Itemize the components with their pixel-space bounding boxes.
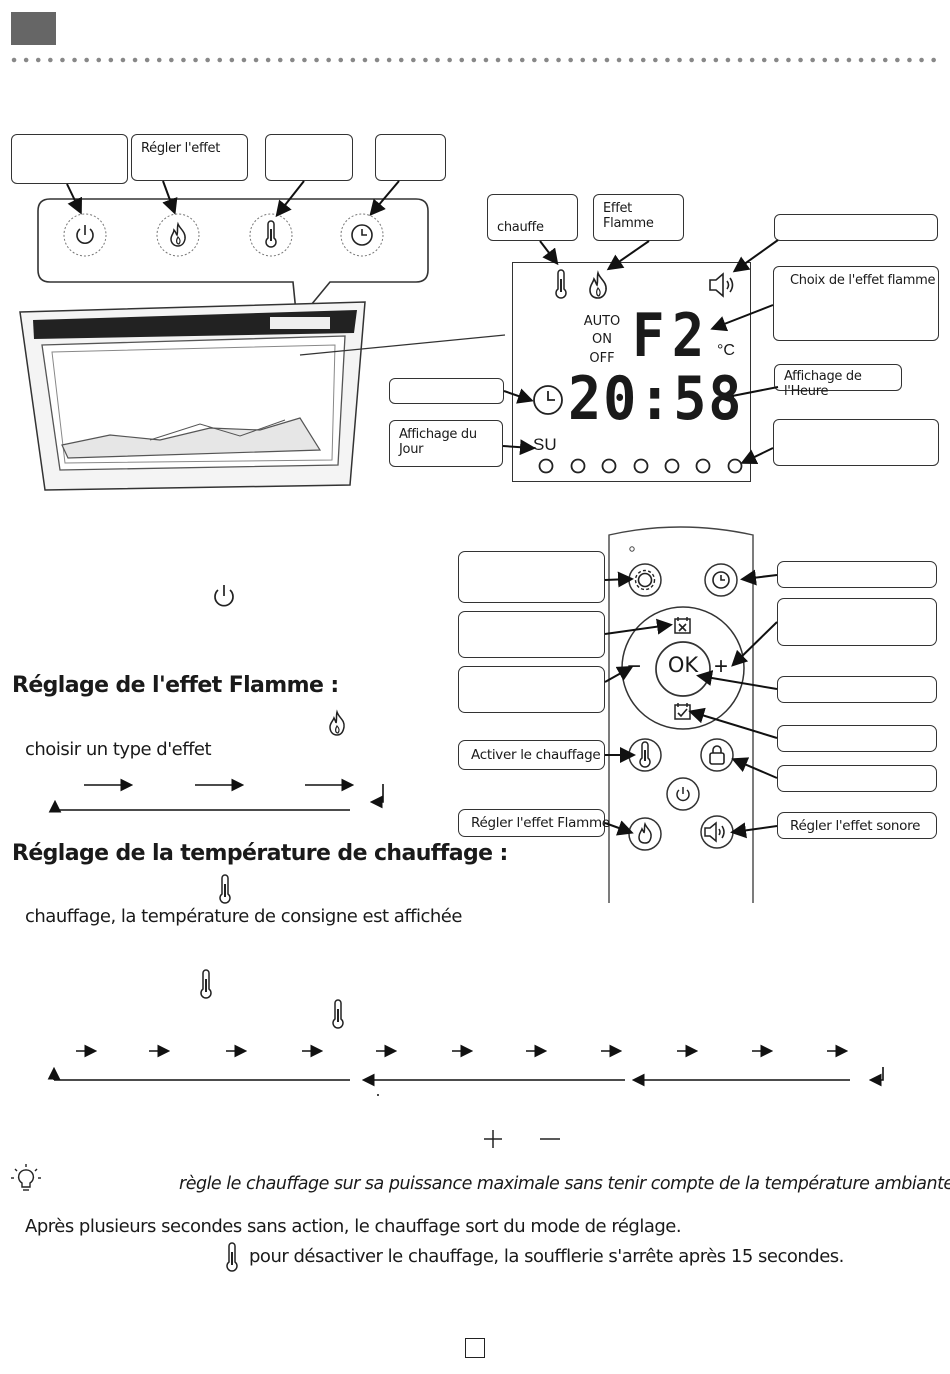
speaker-icon (709, 272, 734, 298)
lcd-time: 20:58 (568, 364, 744, 434)
dotted-rule (11, 57, 948, 63)
remote-label-settings (458, 551, 605, 603)
lcd-day: SU (533, 435, 557, 454)
temperature-cycle-arrows (47, 1044, 884, 1096)
flame-icon (329, 709, 345, 736)
flame-cycle-arrows (48, 778, 384, 813)
thermometer-icon (219, 874, 231, 904)
lcd-label-flame: Effet Flamme (593, 194, 684, 241)
temp-section-heading: Réglage de la température de chauffage : (12, 841, 508, 866)
tip-text: règle le chauffage sur sa puissance maxi… (179, 1174, 950, 1194)
note-line-2: pour désactiver le chauffage, la souffle… (249, 1246, 844, 1267)
remote-label-timer-on (777, 725, 937, 752)
remote-label-clock (777, 561, 937, 588)
remote-label-flame: Régler l'effet Flamme (458, 809, 610, 837)
fireplace-illustration (19, 301, 506, 491)
control-panel-drawing (37, 180, 429, 324)
remote-label-timer-off (458, 611, 605, 658)
thermometer-icon (200, 969, 212, 999)
page-number-box (465, 1338, 485, 1358)
control-label-temp (265, 134, 353, 181)
thermometer-icon (226, 1242, 238, 1272)
temp-section-text: chauffage, la température de consigne es… (25, 906, 462, 927)
remote-label-plus (777, 598, 937, 646)
lcd-mode-auto: AUTO (583, 314, 621, 329)
lcd-mode-off: OFF (589, 351, 615, 366)
thermometer-icon (265, 220, 277, 248)
remote-label-minus (458, 666, 605, 713)
clock-icon (533, 385, 563, 415)
ok-button[interactable]: OK (667, 653, 699, 677)
settings-icon[interactable] (634, 569, 656, 591)
flame-icon (589, 270, 607, 299)
clock-icon[interactable] (710, 569, 732, 591)
lcd-frame (512, 262, 751, 482)
lcd-label-heat: chauffe (487, 194, 578, 241)
control-label-clock (375, 134, 446, 181)
flame-section-text: choisir un type d'effet (25, 739, 212, 760)
power-icon (214, 585, 234, 607)
lcd-unit: °C (717, 342, 735, 359)
lock-icon[interactable] (707, 744, 727, 766)
timer-off-icon[interactable] (673, 615, 693, 635)
control-label-effect: Régler l'effet (131, 134, 248, 181)
plus-minus-icons (484, 1130, 560, 1148)
flame-icon (170, 221, 186, 247)
lcd-mode-on: ON (592, 332, 612, 347)
lcd-label-flame-choice: Choix de l'effet flamme (773, 266, 939, 341)
lcd-label-clock (389, 378, 504, 404)
thermometer-icon[interactable] (637, 741, 653, 768)
thermometer-icon (332, 999, 344, 1029)
lcd-label-day: Affichage du Jour (389, 420, 503, 467)
lcd-code: F2 (632, 301, 712, 371)
control-label-power (11, 134, 128, 184)
power-icon[interactable] (674, 785, 692, 803)
note-line-1: Après plusieurs secondes sans action, le… (25, 1216, 682, 1237)
remote-arrows (604, 569, 778, 839)
power-icon (76, 225, 94, 244)
lcd-day-leds (538, 458, 743, 474)
lcd-label-sound (774, 214, 938, 241)
flame-section-heading: Réglage de l'effet Flamme : (12, 673, 339, 698)
header-block (11, 12, 56, 45)
plus-button[interactable]: + (714, 653, 729, 680)
lcd-label-time: Affichage de l'Heure (774, 364, 902, 399)
flame-icon[interactable] (635, 821, 655, 846)
speaker-icon[interactable] (703, 821, 729, 843)
lightbulb-icon (11, 1164, 41, 1191)
clock-icon (351, 224, 373, 246)
remote-label-sound: Régler l'effet sonore (777, 812, 937, 839)
remote-label-ok (777, 676, 937, 703)
lcd-label-days-leds (773, 419, 939, 466)
remote-label-lock (777, 765, 937, 792)
lcd-arrows (502, 239, 779, 464)
remote-label-heat: Activer le chauffage (458, 740, 605, 770)
thermometer-icon (555, 269, 567, 299)
